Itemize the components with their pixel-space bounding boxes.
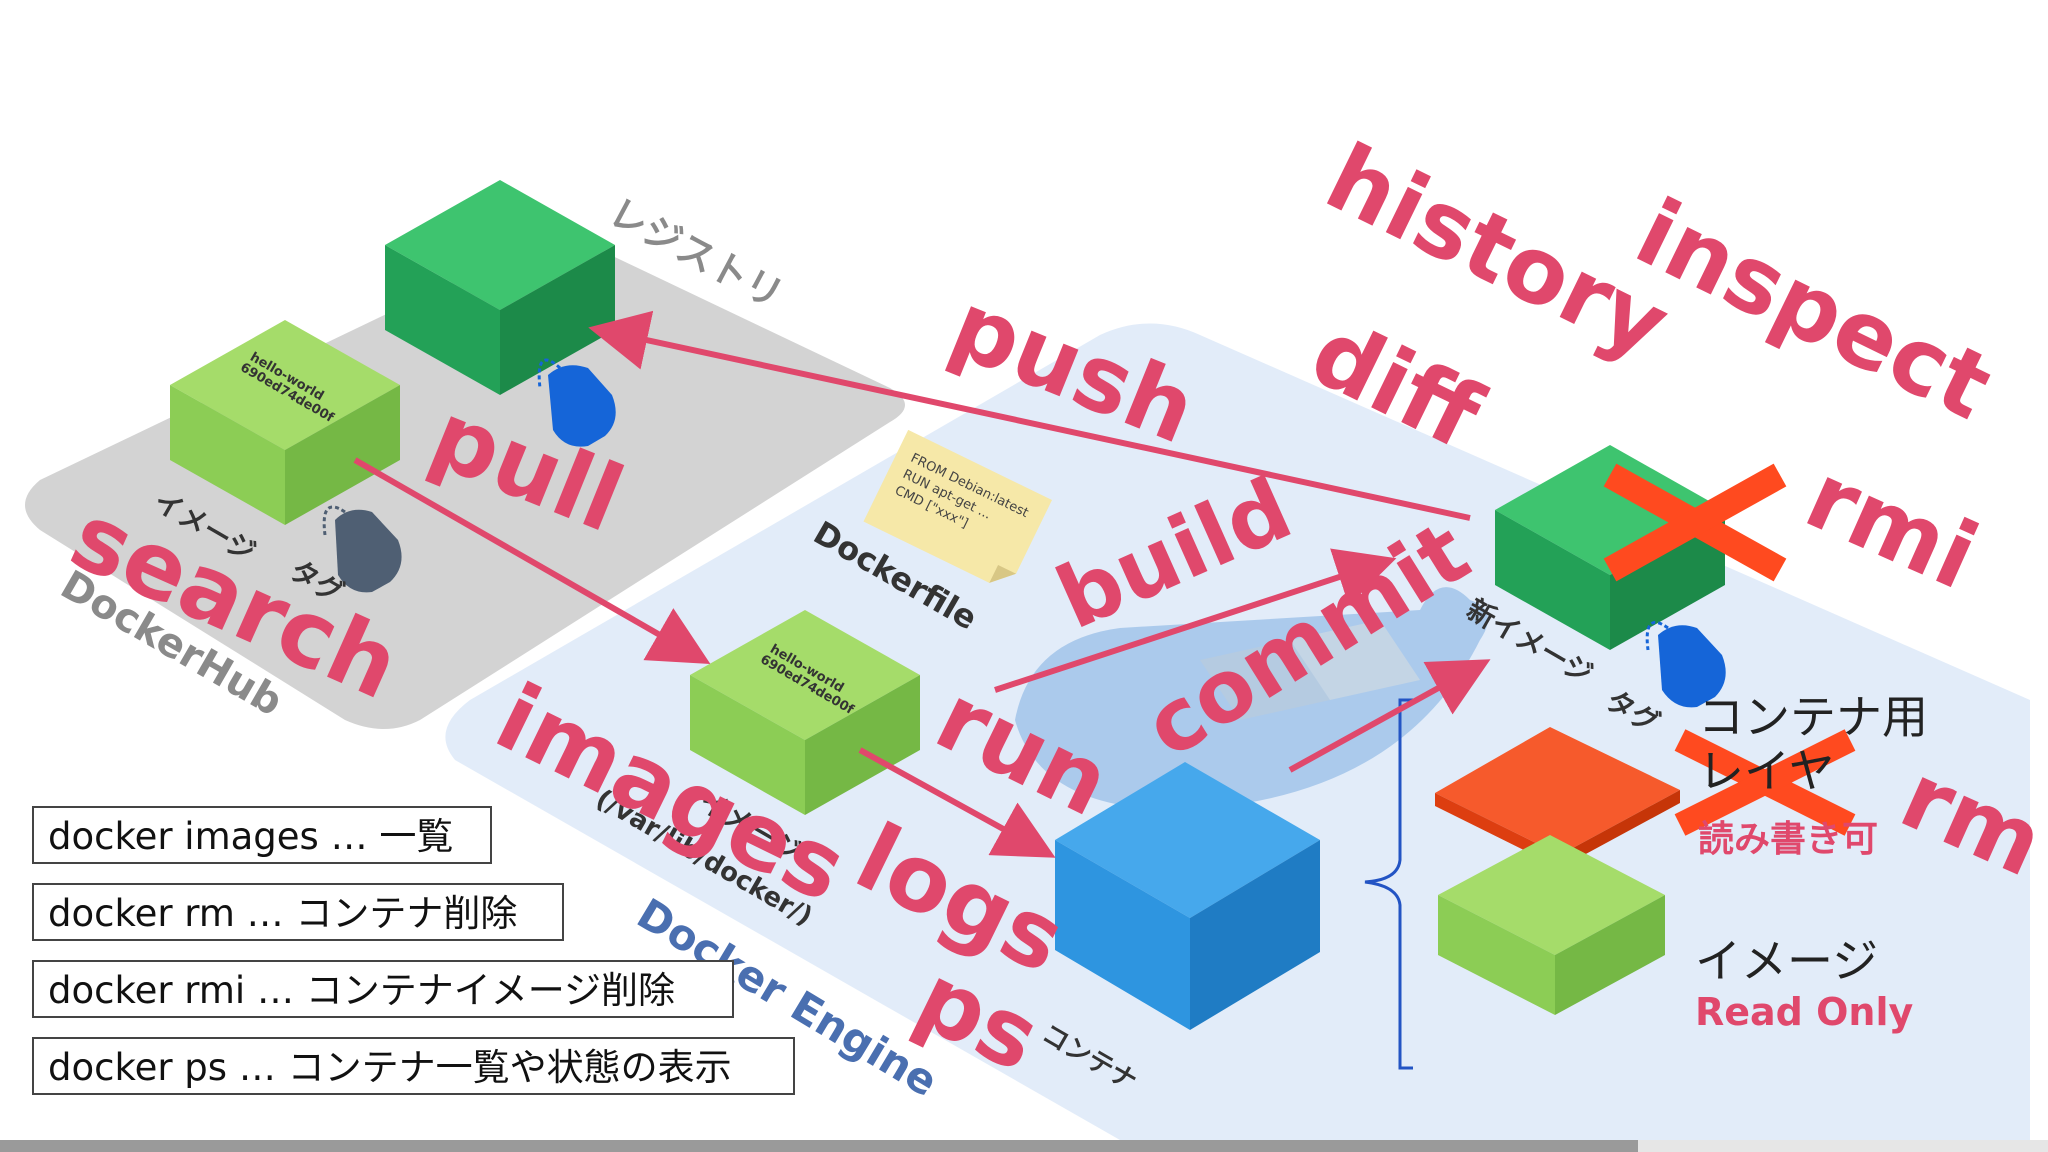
container-layer-title: コンテナ用 レイヤ bbox=[1698, 690, 1928, 798]
commit-arrow bbox=[1288, 659, 1491, 773]
dockerfile-note: FROM Debian:latest RUN apt-get ... CMD [… bbox=[863, 429, 1053, 583]
hub-image-cube: hello-world 690ed74de00f bbox=[170, 320, 400, 525]
hub-tag-icon bbox=[322, 505, 402, 593]
legend-ps: docker ps … コンテナ一覧や状態の表示 bbox=[32, 1037, 795, 1095]
new-image-delete-cross-icon bbox=[1603, 463, 1787, 582]
image-layer-readonly: Read Only bbox=[1695, 990, 1914, 1034]
legend-rm: docker rm … コンテナ削除 bbox=[32, 883, 564, 941]
container-layer-line2: レイヤ bbox=[1698, 744, 1835, 798]
legend-images: docker images … 一覧 bbox=[32, 806, 492, 864]
container-layer-line1: コンテナ用 bbox=[1698, 690, 1928, 744]
registry-tag-icon bbox=[537, 358, 616, 447]
new-tag-icon bbox=[1645, 621, 1726, 708]
playback-progress-bar[interactable] bbox=[0, 1140, 2048, 1152]
run-arrow bbox=[858, 747, 1056, 858]
registry-image-cube bbox=[385, 180, 615, 395]
dockerhub-platform bbox=[25, 241, 905, 729]
layer-bracket bbox=[1364, 698, 1413, 1070]
container-cube bbox=[1055, 762, 1320, 1030]
image-ro-layer bbox=[1438, 835, 1665, 1015]
build-arrow bbox=[994, 548, 1397, 693]
rmi-command: rmi bbox=[1791, 442, 1992, 610]
push-arrow bbox=[588, 310, 1471, 521]
playback-progress-fill bbox=[0, 1140, 1639, 1152]
inspect-command: inspect bbox=[1620, 179, 2007, 441]
pull-arrow bbox=[353, 457, 711, 664]
image-layer-title: イメージ bbox=[1695, 934, 1879, 988]
local-image-cube: hello-world 690ed74de00f bbox=[690, 610, 920, 815]
layer-delete-cross-icon bbox=[1674, 729, 1856, 836]
container-layer-rw: 読み書き可 bbox=[1698, 819, 1879, 860]
legend-rmi: docker rmi … コンテナイメージ削除 bbox=[32, 960, 734, 1018]
